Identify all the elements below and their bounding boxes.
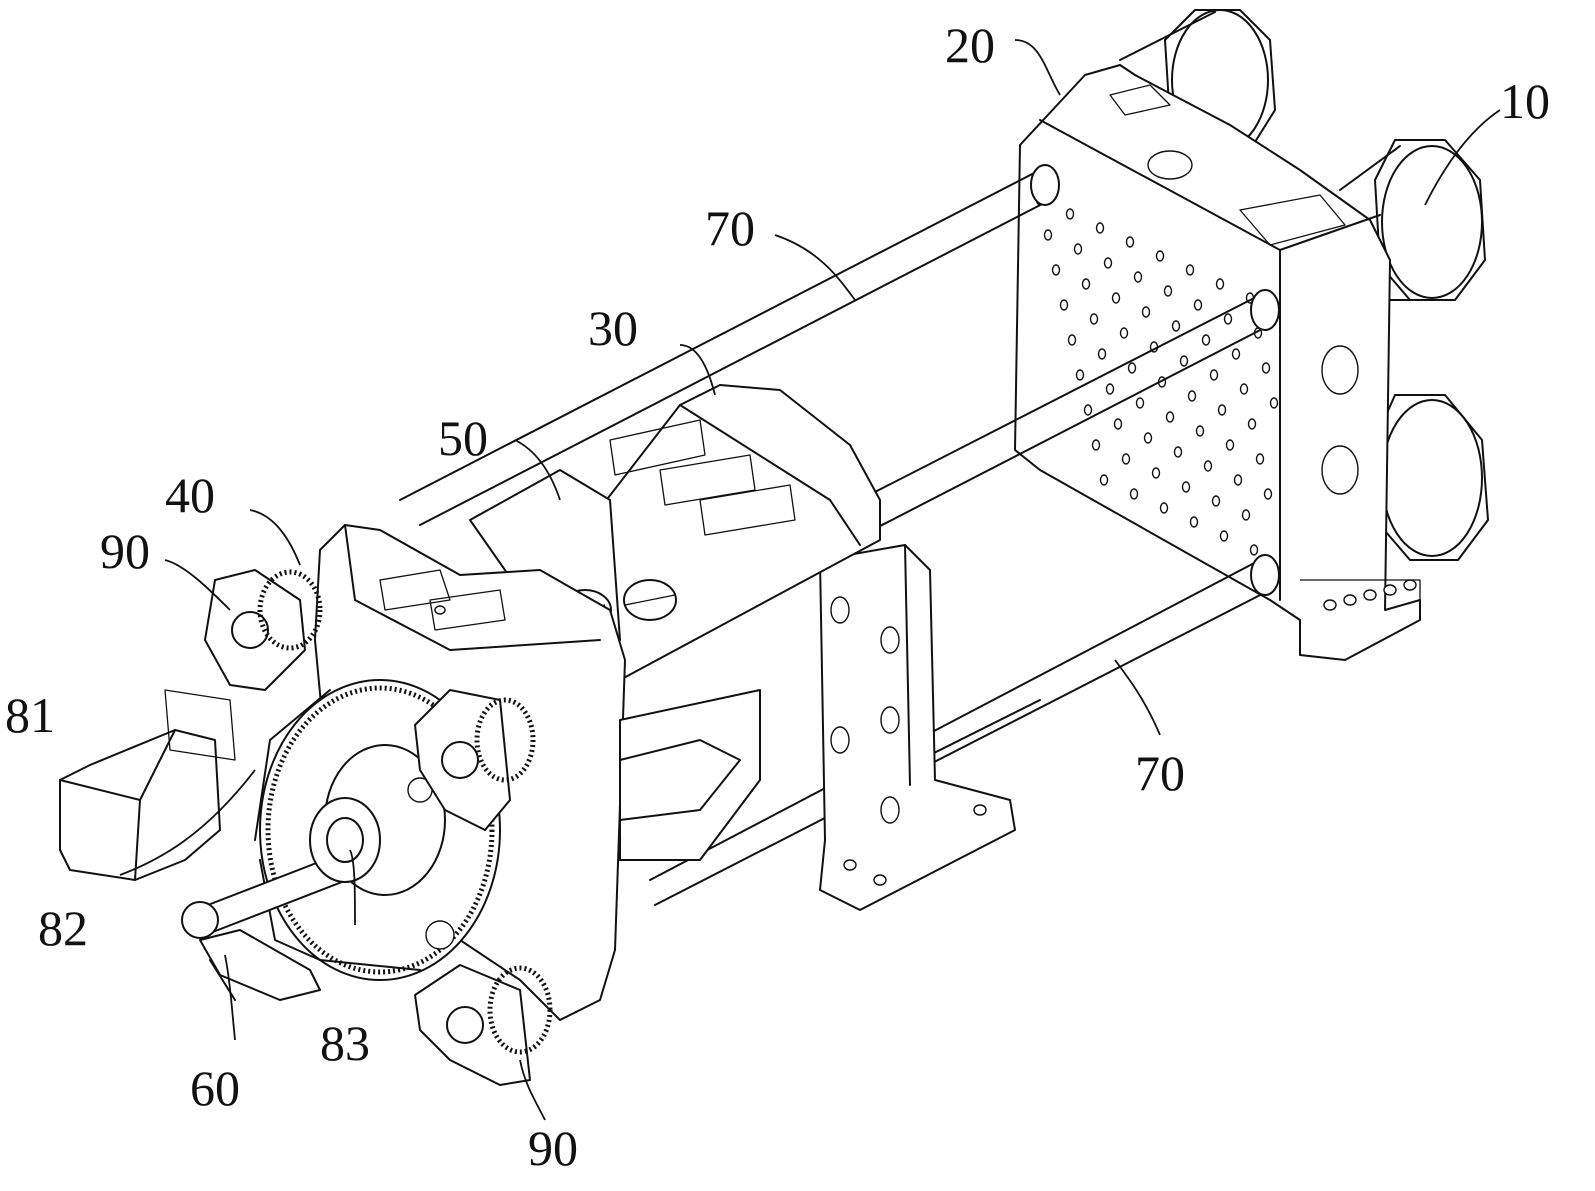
platen-hole: [1189, 516, 1199, 528]
platen-hole: [1119, 327, 1129, 339]
platen-hole: [1215, 278, 1225, 290]
platen-hole: [1105, 383, 1115, 395]
tie-bar-upper: [399, 164, 1060, 526]
platen-hole: [1103, 257, 1113, 269]
tie-bar-lower: [649, 554, 1280, 906]
platen-hole: [1241, 509, 1251, 521]
label-90-bottom: 90: [528, 1120, 578, 1176]
platen-hole: [1113, 418, 1123, 430]
platen-hole: [1269, 397, 1279, 409]
platen-hole: [1231, 348, 1241, 360]
platen-hole: [1075, 369, 1085, 381]
platen-hole: [1089, 313, 1099, 325]
platen-hole: [1121, 453, 1131, 465]
pulley: [309, 797, 381, 883]
platen-hole: [1173, 446, 1183, 458]
label-81: 81: [5, 687, 55, 743]
drive-wheel-mid: [414, 689, 536, 831]
platen-hole: [1181, 481, 1191, 493]
platen-hole: [1247, 418, 1257, 430]
label-83: 83: [320, 1015, 370, 1071]
platen-hole: [1067, 334, 1077, 346]
platen-hole: [1051, 264, 1061, 276]
rear-cylinder-right: [1339, 139, 1486, 301]
support-frame: [619, 689, 761, 861]
label-70-upper: 70: [705, 200, 755, 256]
platen-hole: [1097, 348, 1107, 360]
label-60: 60: [190, 1060, 240, 1116]
label-70-lower: 70: [1135, 745, 1185, 801]
platen-hole: [1193, 299, 1203, 311]
platen-hole: [1095, 222, 1105, 234]
label-50: 50: [438, 410, 488, 466]
platen-hole: [1223, 313, 1233, 325]
platen-hole: [1171, 320, 1181, 332]
platen-hole: [1185, 264, 1195, 276]
platen-hole: [1211, 495, 1221, 507]
platen-hole: [1179, 355, 1189, 367]
platen-hole: [1163, 285, 1173, 297]
platen-hole: [1059, 299, 1069, 311]
platen-hole: [1073, 243, 1083, 255]
platen-hole: [1133, 271, 1143, 283]
platen-hole: [1065, 208, 1075, 220]
platen-hole: [1165, 411, 1175, 423]
platen-hole: [1255, 453, 1265, 465]
platen-hole: [1209, 369, 1219, 381]
platen-hole: [1239, 383, 1249, 395]
reference-labels: 20 10 70 30 50 40 90 81 82 83 60 70 90: [5, 17, 1550, 1176]
platen-hole: [1127, 362, 1137, 374]
platen-hole: [1263, 488, 1273, 500]
fixed-platen: [1014, 64, 1421, 661]
label-10: 10: [1500, 73, 1550, 129]
drive-wheel-left: [204, 569, 323, 691]
label-90-left: 90: [100, 523, 150, 579]
platen-hole: [1091, 439, 1101, 451]
platen-hole: [1159, 502, 1169, 514]
platen-hole: [1187, 390, 1197, 402]
platen-hole: [1143, 432, 1153, 444]
moving-platen: [819, 544, 1016, 911]
platen-hole: [1219, 530, 1229, 542]
platen-hole: [1099, 474, 1109, 486]
platen-hole: [1043, 229, 1053, 241]
platen-hole: [1111, 292, 1121, 304]
label-30: 30: [588, 300, 638, 356]
platen-hole: [1203, 460, 1213, 472]
platen-hole: [1083, 404, 1093, 416]
platen-hole: [1151, 467, 1161, 479]
rear-cylinder-bottom: [1374, 394, 1489, 561]
platen-hole: [1261, 362, 1271, 374]
platen-hole: [1155, 250, 1165, 262]
platen-hole: [1125, 236, 1135, 248]
platen-hole: [1225, 439, 1235, 451]
drive-wheel-bottom: [414, 964, 553, 1086]
platen-hole: [1217, 404, 1227, 416]
platen-hole: [1135, 397, 1145, 409]
platen-hole: [1233, 474, 1243, 486]
platen-hole: [1081, 278, 1091, 290]
platen-hole: [1195, 425, 1205, 437]
label-82: 82: [38, 900, 88, 956]
label-40: 40: [165, 467, 215, 523]
platen-hole: [1141, 306, 1151, 318]
label-20: 20: [945, 17, 995, 73]
platen-hole: [1249, 544, 1259, 556]
platen-hole: [1129, 488, 1139, 500]
platen-hole: [1201, 334, 1211, 346]
motor: [59, 689, 236, 881]
leader-lines: [119, 39, 1501, 1121]
